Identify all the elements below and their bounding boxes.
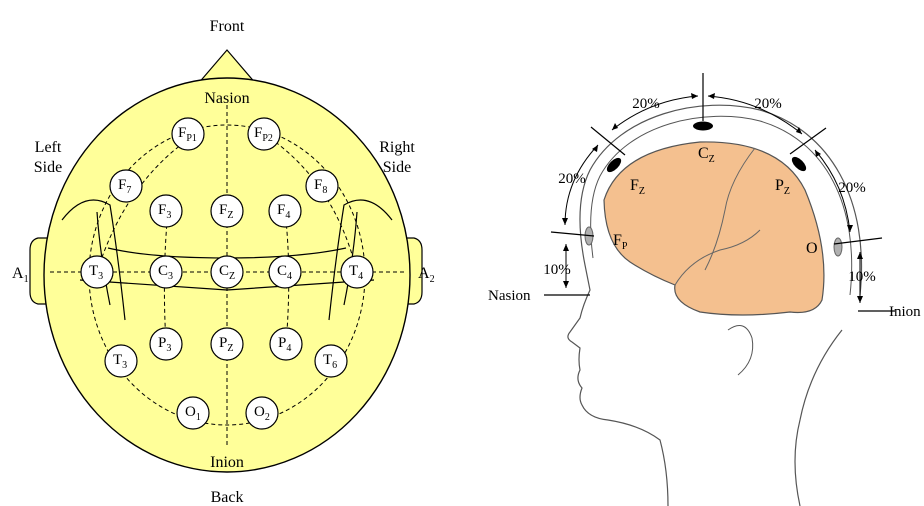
electrode-label-base: C	[158, 263, 168, 279]
electrode-t3: T3	[81, 256, 113, 288]
electrode-label-base: T	[349, 263, 358, 279]
back-label: Back	[211, 489, 244, 506]
side-electrode-label-base: C	[698, 145, 709, 162]
left-ear-label-base: A	[12, 265, 24, 282]
cz-marker	[693, 122, 713, 131]
side-electrode-label-o: O	[806, 240, 818, 257]
electrode-fp2: FP2	[248, 118, 280, 150]
pct-right-upper: 20%	[838, 180, 866, 196]
left-ear-label: A1	[12, 265, 29, 285]
electrode-label-sub: 4	[358, 271, 363, 282]
electrode-label-base: F	[314, 177, 322, 193]
inion-label: Inion	[210, 454, 244, 471]
nasion-label: Nasion	[204, 90, 249, 107]
electrode-label-base: O	[185, 404, 196, 420]
side-electrode-label-sub: Z	[784, 186, 790, 197]
electrode-cz: CZ	[211, 256, 243, 288]
electrode-label-sub: 3	[122, 360, 127, 371]
electrode-t5: T3	[105, 345, 137, 377]
electrode-f4: F4	[269, 195, 301, 227]
electrode-label-sub: 7	[126, 185, 131, 196]
left-ear-label-sub: 1	[24, 274, 29, 285]
pct-top-right: 20%	[754, 96, 782, 112]
ear-outline	[728, 326, 753, 376]
electrode-label-base: F	[254, 125, 262, 141]
side-electrode-label-sub: P	[622, 241, 628, 252]
electrode-label-base: F	[158, 202, 166, 218]
electrode-label-sub: 3	[166, 343, 171, 354]
side-electrode-label-base: F	[613, 232, 622, 249]
right-ear-label-base: A	[418, 265, 430, 282]
electrode-label-base: O	[254, 404, 265, 420]
electrode-p3: P3	[150, 328, 182, 360]
electrode-label-base: F	[118, 177, 126, 193]
electrode-label-sub: 6	[332, 360, 337, 371]
electrode-f7: F7	[110, 170, 142, 202]
electrode-o2: O2	[246, 397, 278, 429]
side-nasion-label: Nasion	[488, 288, 531, 304]
electrode-label-base: T	[323, 352, 332, 368]
right-side-label-2: Side	[383, 159, 411, 176]
electrode-label-base: F	[178, 125, 186, 141]
electrode-label-sub: Z	[227, 210, 233, 221]
electrode-label-sub: 2	[265, 412, 270, 423]
side-electrode-label-base: F	[630, 177, 639, 194]
o-marker	[834, 238, 842, 256]
side-view-head-diagram: 20% 20% 20% 20% 10% 10% Nasion Inion CZF…	[488, 73, 921, 506]
electrode-label-base: P	[219, 335, 227, 351]
electrode-o1: O1	[177, 397, 209, 429]
brain	[604, 142, 824, 315]
electrode-f3: F3	[150, 195, 182, 227]
side-electrode-label-base: P	[775, 177, 784, 194]
electrode-fz: FZ	[211, 195, 243, 227]
electrode-label-base: F	[277, 202, 285, 218]
electrode-label-base: P	[278, 335, 286, 351]
electrode-label-sub: 3	[166, 210, 171, 221]
electrode-pz: PZ	[211, 328, 243, 360]
side-inion-label: Inion	[889, 304, 921, 320]
side-electrode-label-sub: Z	[709, 154, 715, 165]
electrode-label-sub: 1	[196, 412, 201, 423]
electrode-fp1: FP1	[172, 118, 204, 150]
electrode-label-sub: 4	[287, 271, 292, 282]
left-side-label: Left	[35, 139, 62, 156]
pct-right-lower: 10%	[848, 269, 876, 285]
electrode-t6: T6	[315, 345, 347, 377]
left-side-label-2: Side	[34, 159, 62, 176]
pct-top-left: 20%	[632, 96, 660, 112]
electrode-label-sub: 3	[168, 271, 173, 282]
electrode-label-base: T	[113, 352, 122, 368]
pct-left-lower: 10%	[543, 262, 571, 278]
electrode-label-sub: 4	[286, 343, 291, 354]
electrode-f8: F8	[306, 170, 338, 202]
electrode-c3: C3	[150, 256, 182, 288]
electrode-label-base: T	[89, 263, 98, 279]
pct-left-upper: 20%	[558, 171, 586, 187]
electrode-label-sub: Z	[227, 343, 233, 354]
right-side-label: Right	[379, 139, 415, 156]
electrode-label-sub: 8	[322, 185, 327, 196]
right-ear-label-sub: 2	[430, 274, 435, 285]
electrode-c4: C4	[269, 256, 301, 288]
front-label: Front	[210, 18, 245, 35]
electrode-label-sub: P1	[186, 133, 197, 144]
electrode-t4: T4	[341, 256, 373, 288]
electrode-label-base: C	[277, 263, 287, 279]
electrode-label-sub: 3	[98, 271, 103, 282]
electrode-label-base: F	[219, 202, 227, 218]
electrode-label-base: P	[158, 335, 166, 351]
neck-back-line	[795, 330, 842, 506]
side-electrode-label-base: O	[806, 240, 818, 257]
electrode-label-base: C	[219, 263, 229, 279]
electrode-p4: P4	[270, 328, 302, 360]
side-electrode-label-sub: Z	[639, 186, 645, 197]
electrode-label-sub: P2	[262, 133, 273, 144]
electrode-label-sub: 4	[285, 210, 290, 221]
electrode-label-sub: Z	[229, 271, 235, 282]
